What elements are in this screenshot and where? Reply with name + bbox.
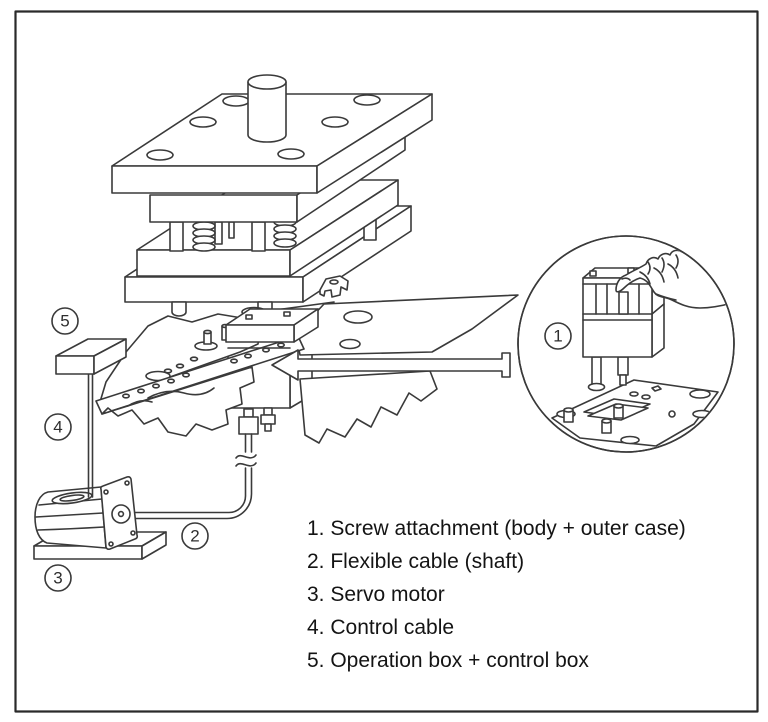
callout-3-number: 3: [53, 569, 62, 588]
operation-box: [55, 338, 127, 375]
control-cable: [87, 373, 94, 498]
legend: 1. Screw attachment (body + outer case) …: [307, 512, 686, 677]
callout-3-badge: 3: [44, 564, 72, 592]
insertion-arrow: [271, 349, 511, 381]
lower-die-plate-surfaces: [95, 294, 519, 444]
inset-base-plate: [551, 379, 719, 447]
flexible-cable: [129, 408, 259, 520]
callout-2-badge: 2: [181, 522, 209, 550]
callout-5-badge: 5: [51, 307, 79, 335]
u-bracket-part: [319, 275, 349, 298]
callout-4-number: 4: [53, 418, 62, 437]
servo-motor: [33, 475, 167, 560]
inset-circle-outline: [517, 235, 735, 453]
upper-die-set: [111, 74, 433, 317]
callout-5-number: 5: [60, 312, 69, 331]
callout-2-number: 2: [190, 527, 199, 546]
legend-item-3: 3. Servo motor: [307, 583, 445, 606]
callout-1-badge: 1: [544, 322, 572, 350]
legend-item-2: 2. Flexible cable (shaft): [307, 550, 525, 573]
legend-item-4: 4. Control cable: [307, 616, 455, 639]
callout-4-badge: 4: [44, 413, 72, 441]
callouts: 1 2 3 4 5: [44, 307, 572, 592]
cable-break-mark: [235, 454, 257, 459]
figure-frame: [14, 10, 759, 713]
legend-item-5: 5. Operation box + control box: [307, 649, 589, 672]
cable-break-mark: [235, 462, 257, 467]
shank-cylinder: [247, 74, 287, 143]
callout-1-number: 1: [553, 327, 562, 346]
screw-attachment-case: [225, 308, 319, 349]
legend-item-1: 1. Screw attachment (body + outer case): [307, 517, 686, 540]
